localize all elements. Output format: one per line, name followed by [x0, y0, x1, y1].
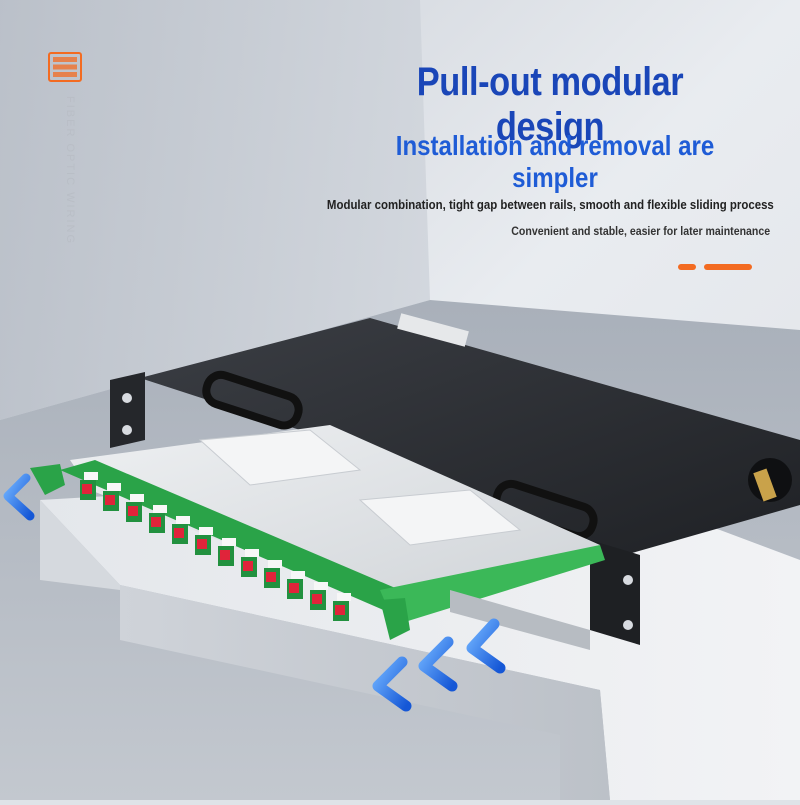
- wall-block: [0, 0, 430, 420]
- grounding-screw: [753, 468, 777, 502]
- slide-out-arrow-icon: [372, 618, 506, 712]
- mounting-hole: [122, 425, 132, 435]
- vertical-tagline: FIBER OPTIC WIRING: [64, 96, 76, 246]
- slide-rail: [450, 590, 590, 650]
- mounting-hole: [623, 575, 633, 585]
- tray-panel: [198, 429, 362, 486]
- subheadline: Installation and removal are simpler: [395, 130, 715, 193]
- rail-end-handle: [30, 464, 65, 495]
- rail-end-handle: [380, 598, 410, 640]
- tray-panel: [358, 489, 522, 546]
- green-guide-rail: [380, 545, 605, 625]
- pedestal-edge: [40, 500, 120, 590]
- chassis-front-right: [590, 540, 640, 645]
- drawer-tray: [70, 425, 600, 610]
- accent-bar: [704, 264, 752, 270]
- adapter-rail: [60, 460, 400, 615]
- pedestal-side: [120, 585, 610, 800]
- description-line-2: Convenient and stable, easier for later …: [511, 224, 770, 238]
- mounting-ear-left: [110, 372, 145, 448]
- handle-cutout: [202, 370, 303, 430]
- headline: Pull-out modular design: [416, 60, 684, 149]
- chassis-top: [140, 318, 800, 555]
- adapter-ports: [80, 472, 351, 621]
- description-line-1: Modular combination, tight gap between r…: [327, 197, 774, 212]
- chassis-label: [397, 313, 469, 347]
- mounting-hole: [122, 393, 132, 403]
- slide-out-arrow-icon: [3, 473, 35, 521]
- mounting-hole: [623, 620, 633, 630]
- accent-bar: [678, 264, 696, 270]
- patch-panel-icon: [48, 52, 82, 82]
